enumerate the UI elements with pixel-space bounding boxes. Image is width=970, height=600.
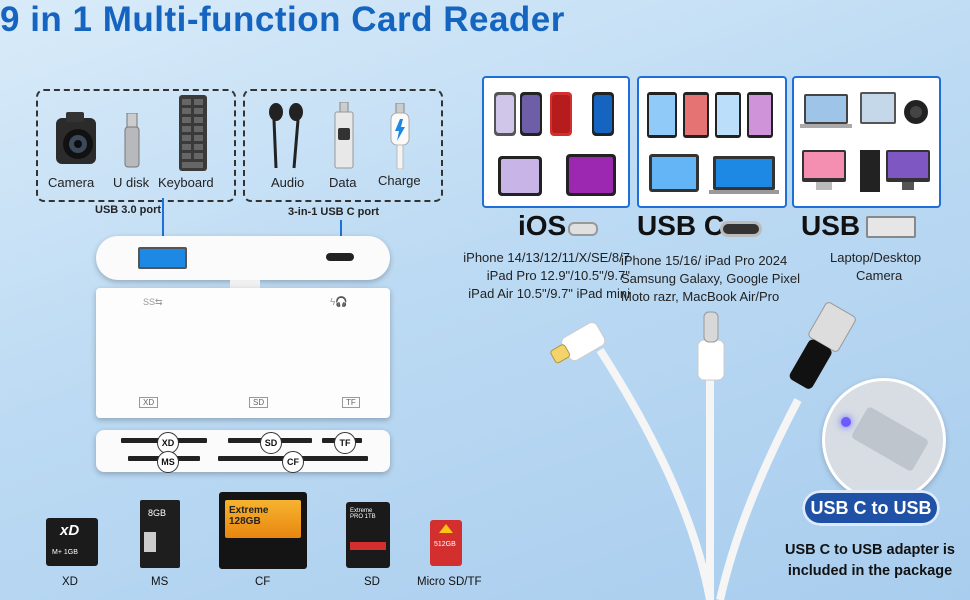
ios-title: iOS xyxy=(518,210,567,241)
tf-card-text: 512GB xyxy=(434,541,456,548)
keyboard-label: Keyboard xyxy=(158,175,214,190)
sd-card-text: Extreme PRO 1TB xyxy=(350,508,376,520)
usb-a-port-icon xyxy=(866,216,916,238)
data-label: Data xyxy=(329,175,357,190)
ios-devices-panel xyxy=(482,76,630,208)
card-label-xd: XD xyxy=(62,576,78,588)
usb-devices-image xyxy=(800,92,930,192)
cf-card: Extreme 128GB xyxy=(219,492,307,569)
ios-compat-line-1: iPhone 14/13/12/11/X/SE/8/7 xyxy=(463,250,630,265)
usbc-port xyxy=(326,253,354,261)
charge-label: Charge xyxy=(378,173,421,188)
slot-label-cf: CF xyxy=(282,451,304,473)
ios-devices-image xyxy=(494,92,616,196)
card-label-microsd: Micro SD/TF xyxy=(417,576,482,588)
usb-title: USB xyxy=(801,210,861,241)
lightning-connector xyxy=(550,322,606,364)
usb-compat-line-1: Laptop/Desktop xyxy=(830,250,922,265)
flash-drive-icon xyxy=(334,102,354,169)
cf-card-text: Extreme 128GB xyxy=(229,505,269,527)
usb3-port xyxy=(138,247,187,269)
xd-card-text: M+ 1GB xyxy=(52,549,78,556)
earphones-icon xyxy=(269,103,303,169)
slot-label-sd: SD xyxy=(260,432,282,454)
page-title: 9 in 1 Multi-function Card Reader xyxy=(0,0,565,39)
tf-card: 512GB xyxy=(430,520,462,566)
usbc-to-usb-badge: USB C to USB xyxy=(802,490,940,526)
ios-compat-line-3: iPad Air 10.5"/9.7" iPad mini xyxy=(468,286,630,301)
lightning-port-icon xyxy=(568,222,598,236)
usb-compat-line-2: Camera xyxy=(856,268,903,283)
card-label-ms: MS xyxy=(151,576,169,588)
usbc-compat-line-3: Moto razr, MacBook Air/Pro xyxy=(621,289,780,304)
cable-illustration xyxy=(550,302,856,600)
usbc-devices-box xyxy=(243,89,443,202)
audio-label: Audio xyxy=(271,175,305,190)
charge-cable-icon xyxy=(390,103,410,169)
usb3-devices-box xyxy=(36,89,236,202)
slot-label-ms: MS xyxy=(157,451,179,473)
card-label-sd: SD xyxy=(364,576,380,588)
keyboard-icon xyxy=(179,95,207,171)
camera-icon xyxy=(56,112,96,164)
usb3-leader-line xyxy=(162,198,164,250)
usbc-compat-line-1: iPhone 15/16/ iPad Pro 2024 xyxy=(621,253,788,268)
ss-logo-mark: SS⇆ xyxy=(143,297,163,307)
usbc-devices-panel xyxy=(637,76,787,208)
usbc-compat-line-2: Samsung Galaxy, Google Pixel xyxy=(621,271,800,286)
slot-label-xd: XD xyxy=(157,432,179,454)
usbc-title: USB C xyxy=(637,210,725,241)
face-mark-tf: TF xyxy=(342,397,360,408)
ios-compat-line-2: iPad Pro 12.9"/10.5"/9.7" xyxy=(486,268,630,283)
usb3-port-label: USB 3.0 port xyxy=(95,204,162,216)
udisk-label: U disk xyxy=(113,175,150,190)
face-mark-xd: XD xyxy=(139,397,159,408)
adapter-zoom-circle xyxy=(822,378,946,502)
audio-mark: ϟ🎧 xyxy=(330,297,348,308)
usbc-port-label: 3-in-1 USB C port xyxy=(288,206,380,218)
reader-stem xyxy=(230,280,260,290)
ms-card: 8GB xyxy=(140,500,180,568)
ms-card-text: 8GB xyxy=(148,508,167,518)
camera-label: Camera xyxy=(48,175,95,190)
adapter-note: USB C to USB adapter is included in the … xyxy=(785,542,955,579)
xd-card: xD M+ 1GB xyxy=(46,518,98,566)
slot-label-tf: TF xyxy=(334,432,356,454)
reader-face xyxy=(96,288,390,418)
face-mark-sd: SD xyxy=(249,397,269,408)
usbc-devices-image xyxy=(647,92,779,194)
sd-card: Extreme PRO 1TB xyxy=(346,502,390,568)
usb-disk-icon xyxy=(124,113,140,168)
card-label-cf: CF xyxy=(255,576,271,588)
usbc-port-icon xyxy=(720,221,762,237)
usb-devices-panel xyxy=(792,76,941,208)
